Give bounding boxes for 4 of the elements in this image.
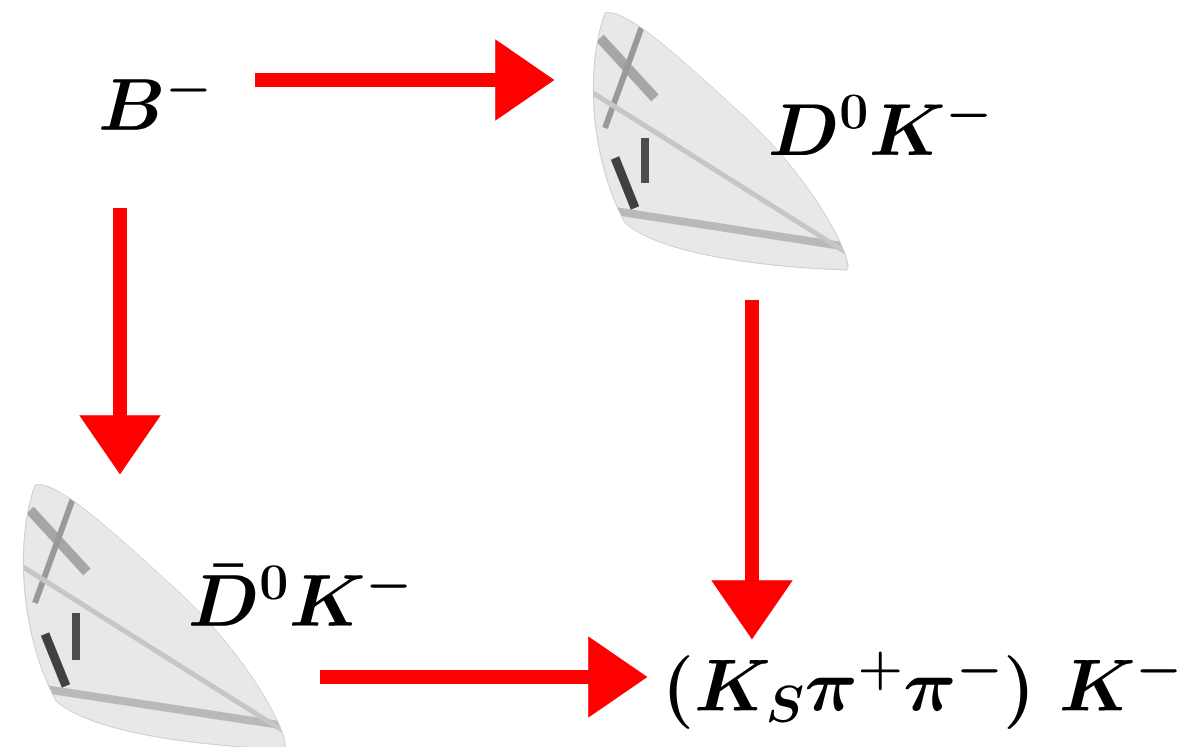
particle-label: $B^-$ (101, 79, 207, 130)
particle-label: $\bar{D}^0K^-$ (190, 563, 407, 626)
particle-label: $D^0K^-$ (770, 94, 987, 155)
particle-label: $(K_S\pi^+\pi^-)\;K^-$ (669, 651, 1177, 729)
